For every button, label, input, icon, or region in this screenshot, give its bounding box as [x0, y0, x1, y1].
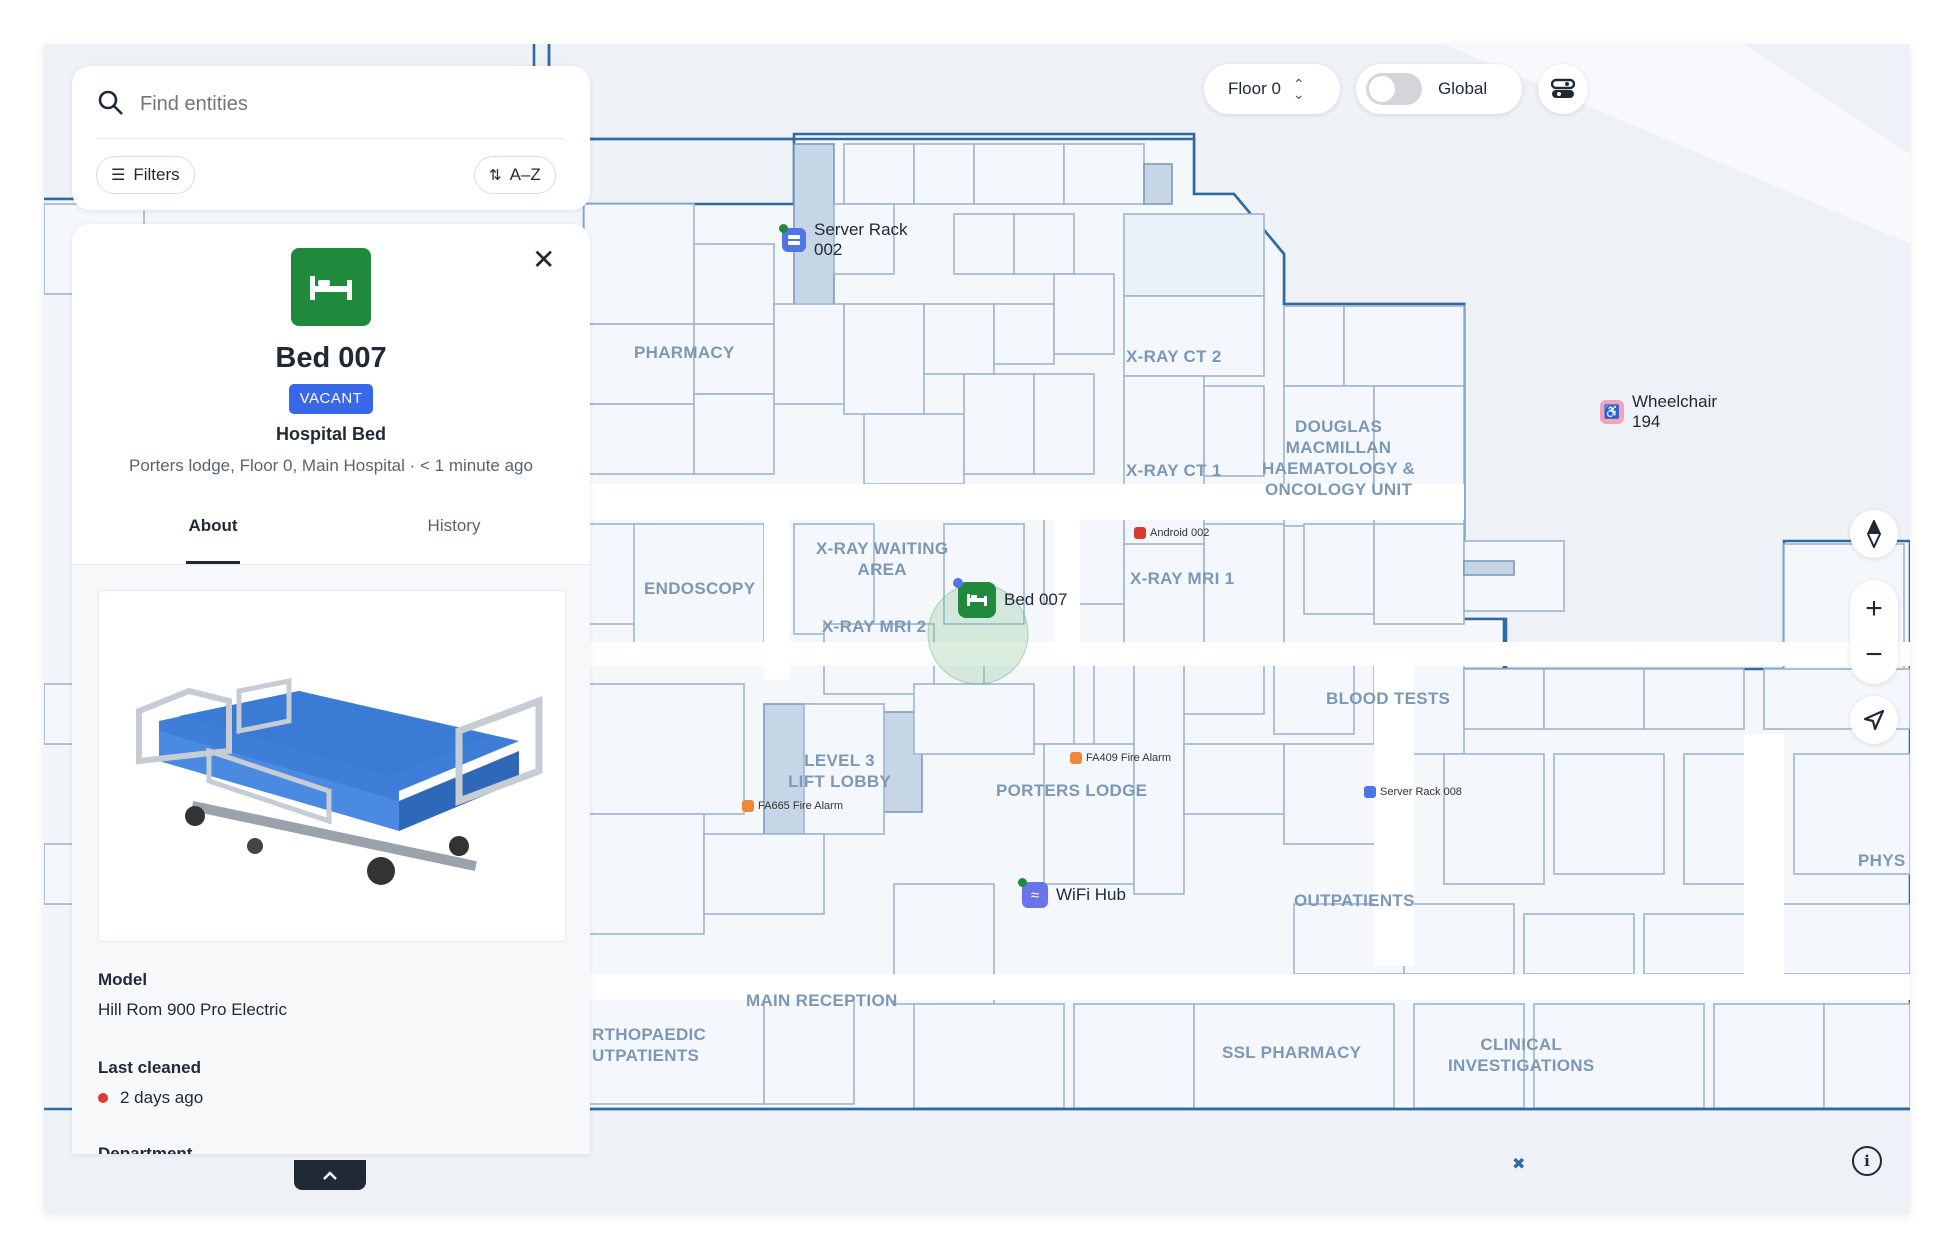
dept-label: PORTERS LODGE: [996, 781, 1148, 800]
field-model: Model Hill Rom 900 Pro Electric: [98, 970, 287, 1020]
layers-icon: [1551, 78, 1575, 98]
server-icon: [782, 228, 806, 252]
dept-label: CLINICAL INVESTIGATIONS: [1448, 1035, 1595, 1075]
field-value: Hill Rom 900 Pro Electric: [98, 1000, 287, 1019]
dept-label: BLOOD TESTS: [1326, 689, 1451, 708]
dept-label: X-RAY CT 2: [1126, 347, 1222, 366]
search-panel: ☰ Filters ⇅ A–Z: [72, 66, 590, 210]
locate-button[interactable]: [1850, 696, 1898, 744]
close-icon[interactable]: ✕: [532, 244, 556, 275]
dept-label: SSL PHARMACY: [1222, 1043, 1362, 1062]
wheelchair-icon: ♿: [1600, 400, 1624, 424]
pin-label: Wheelchair 194: [1632, 392, 1718, 431]
filters-icon: ☰: [111, 167, 126, 184]
dept-label: LEVEL 3 LIFT LOBBY: [788, 751, 892, 791]
pin-label: Server Rack 002: [814, 220, 908, 259]
tab-label: History: [427, 516, 481, 535]
tab-about[interactable]: About: [186, 516, 240, 564]
field-value: 2 days ago: [120, 1088, 204, 1107]
server-icon: [1364, 786, 1376, 798]
dept-label: OUTPATIENTS: [1294, 891, 1415, 910]
dept-label: RTHOPAEDIC UTPATIENTS: [592, 1025, 707, 1065]
sort-button[interactable]: ⇅ A–Z: [474, 156, 556, 194]
bed-icon: [958, 582, 996, 618]
status-dot: [98, 1093, 108, 1103]
status-dot: [1018, 878, 1027, 887]
zoom-in-icon[interactable]: +: [1865, 592, 1883, 625]
map-pin-server-rack-008[interactable]: Server Rack 008: [1364, 786, 1462, 798]
toggle-switch[interactable]: [1366, 73, 1422, 105]
map-pin-wifi-hub[interactable]: ≈ WiFi Hub: [1022, 882, 1126, 908]
pin-label: FA409 Fire Alarm: [1086, 752, 1171, 764]
field-label: Model: [98, 970, 148, 989]
map-pin-fa665[interactable]: FA665 Fire Alarm: [742, 800, 843, 812]
bed-icon: [310, 276, 352, 300]
dept-label: X-RAY CT 1: [1126, 461, 1222, 480]
field-department: Department: [98, 1144, 192, 1154]
recenter-icon[interactable]: ✖: [1512, 1156, 1526, 1173]
global-toggle[interactable]: Global: [1356, 64, 1522, 114]
entity-location: Porters lodge, Floor 0, Main Hospital · …: [129, 456, 533, 475]
tab-label: About: [188, 516, 238, 535]
dept-label: PHARMACY: [634, 343, 735, 362]
zoom-out-icon[interactable]: −: [1865, 638, 1883, 671]
entity-detail-panel: ✕ Bed 007 VACANT Hospital Bed Porters lo…: [72, 224, 590, 1154]
field-label: Department: [98, 1144, 193, 1154]
dept-label: MAIN RECEPTION: [746, 991, 898, 1010]
floor-label: Floor 0: [1228, 79, 1281, 98]
pin-label: Bed 007: [1004, 590, 1068, 609]
pin-label: FA665 Fire Alarm: [758, 800, 843, 812]
map-pin-android-002[interactable]: Android 002: [1134, 527, 1209, 539]
hospital-bed-image: [136, 677, 543, 885]
dept-label: X-RAY WAITING AREA: [816, 539, 949, 579]
entity-category: Hospital Bed: [275, 424, 386, 444]
pin-label: Server Rack 008: [1380, 786, 1462, 798]
dept-label: PHYS: [1858, 851, 1906, 870]
entity-photo: [98, 590, 566, 942]
chevron-updown-icon: ⌃⌄: [1292, 76, 1305, 102]
dept-label: X-RAY MRI 1: [1130, 569, 1235, 588]
fire-alarm-icon: [1070, 752, 1082, 764]
status-dot: [953, 578, 963, 588]
pin-label: WiFi Hub: [1056, 885, 1126, 904]
info-icon[interactable]: i: [1852, 1146, 1882, 1176]
field-last-cleaned: Last cleaned 2 days ago: [98, 1058, 203, 1108]
global-label: Global: [1438, 79, 1488, 98]
field-label: Last cleaned: [98, 1058, 201, 1077]
wifi-icon: ≈: [1022, 882, 1048, 908]
map-pin-fa409[interactable]: FA409 Fire Alarm: [1070, 752, 1171, 764]
search-icon: [98, 90, 123, 115]
sort-label: A–Z: [509, 165, 541, 184]
map-pin-bed-007[interactable]: Bed 007: [958, 582, 1067, 618]
pin-label: Android 002: [1150, 527, 1210, 539]
device-icon: [1134, 527, 1146, 539]
filters-label: Filters: [133, 165, 180, 184]
dept-label: X-RAY MRI 2: [822, 617, 927, 636]
layers-button[interactable]: [1538, 64, 1588, 114]
map-pin-server-rack-002[interactable]: Server Rack 002: [782, 220, 908, 260]
zoom-controls: + −: [1850, 580, 1898, 684]
filters-button[interactable]: ☰ Filters: [96, 156, 195, 194]
map-pin-wheelchair-194[interactable]: ♿ Wheelchair 194: [1600, 392, 1717, 432]
chevron-up-icon: [323, 1171, 337, 1180]
fire-alarm-icon: [742, 800, 754, 812]
floor-selector[interactable]: Floor 0 ⌃⌄: [1204, 64, 1340, 114]
dept-label: ENDOSCOPY: [644, 579, 756, 598]
sort-icon: ⇅: [489, 167, 502, 184]
entity-title: Bed 007: [275, 342, 387, 374]
collapse-panel-button[interactable]: [294, 1160, 366, 1190]
locate-icon: [1863, 709, 1885, 731]
tab-history[interactable]: History: [412, 516, 496, 536]
compass-button[interactable]: [1850, 510, 1898, 558]
dept-label: DOUGLAS MACMILLAN HAEMATOLOGY & ONCOLOGY…: [1262, 417, 1416, 499]
entity-icon: [291, 248, 371, 326]
search-input[interactable]: [138, 86, 562, 122]
status-dot: [779, 224, 788, 233]
compass-icon: [1866, 520, 1882, 548]
status-badge: VACANT: [289, 384, 373, 414]
